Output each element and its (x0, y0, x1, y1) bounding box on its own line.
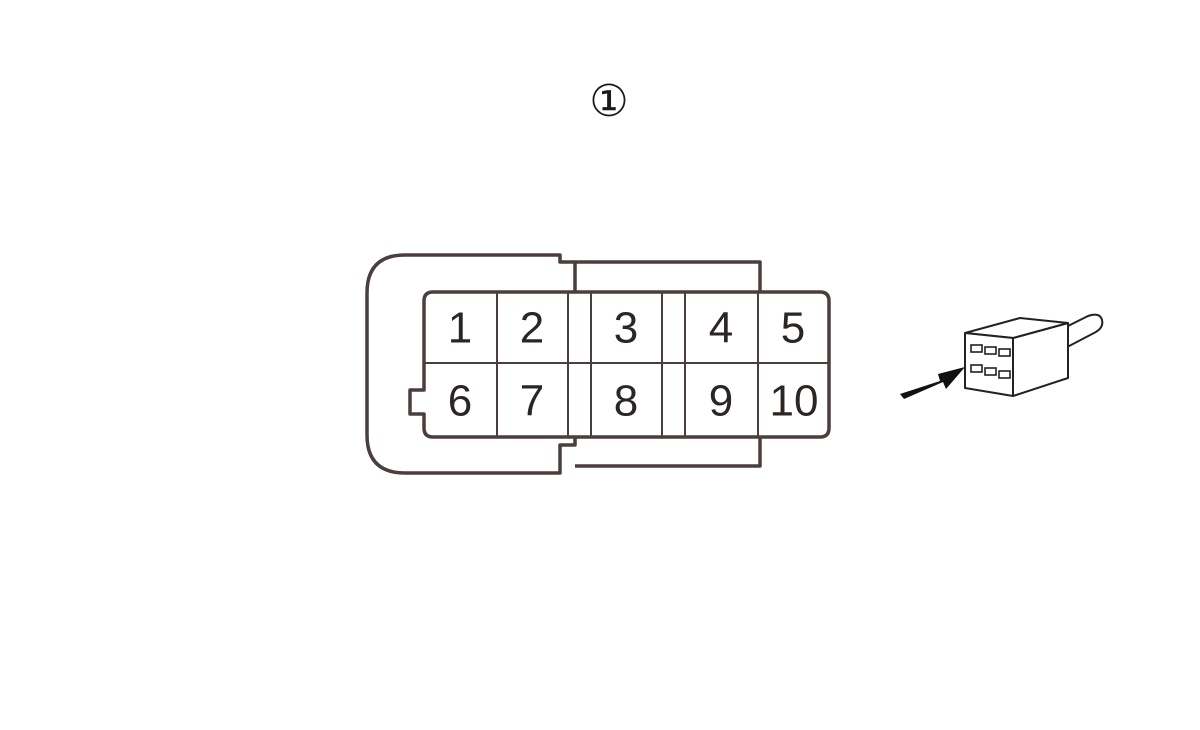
connector-pin-face (408, 290, 831, 439)
pin-label: 5 (781, 304, 805, 353)
connector-front-view-icon (964, 313, 1104, 397)
pin-label: 6 (448, 377, 472, 426)
pin-label: 7 (520, 377, 544, 426)
pin-label: 3 (614, 304, 638, 353)
pin-label: 9 (709, 377, 733, 426)
connector-housing-right (575, 260, 762, 468)
pin-label: 1 (448, 304, 472, 353)
connector-housing-left (365, 253, 577, 475)
arrow-icon (900, 367, 965, 399)
pin-label: 8 (614, 377, 638, 426)
diagram-title: ① (589, 76, 629, 127)
pin-label: 2 (520, 304, 544, 353)
pin-label: 4 (709, 304, 733, 353)
pin-label: 10 (770, 377, 819, 426)
